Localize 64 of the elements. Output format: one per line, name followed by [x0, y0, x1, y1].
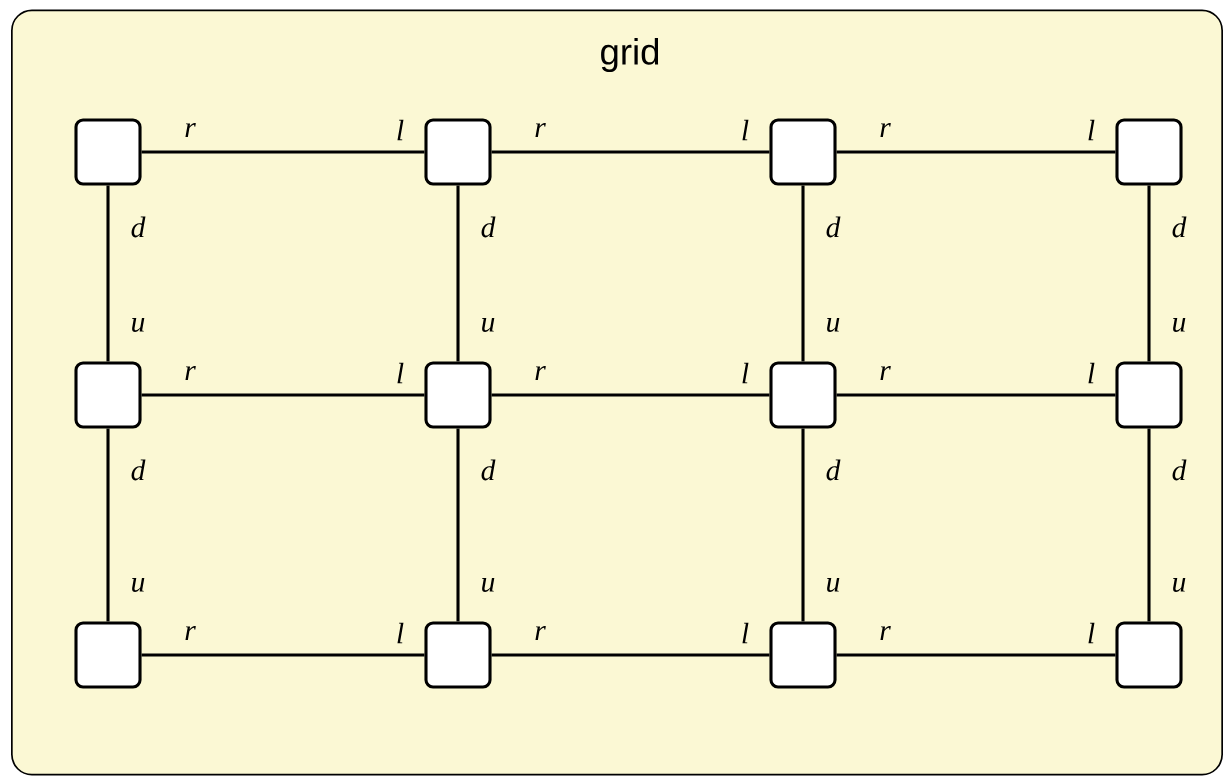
- port-label: d: [481, 459, 496, 481]
- square-node: [1115, 118, 1183, 186]
- square-node: [424, 621, 492, 689]
- port-label: l: [397, 622, 404, 644]
- connector-line: [836, 393, 1116, 397]
- connector-line: [106, 185, 110, 362]
- port-label: d: [481, 216, 496, 238]
- port-label: r: [880, 123, 891, 137]
- port-label: l: [742, 119, 749, 141]
- port-label: r: [185, 626, 196, 640]
- square-node: [769, 361, 837, 429]
- square-node: [424, 361, 492, 429]
- port-label: u: [132, 578, 145, 592]
- port-label: l: [397, 362, 404, 384]
- square-node: [769, 621, 837, 689]
- connector-line: [141, 653, 425, 657]
- port-label: l: [1088, 362, 1095, 384]
- port-label: r: [185, 366, 196, 380]
- connector-line: [106, 428, 110, 622]
- port-label: d: [131, 216, 146, 238]
- connector-line: [456, 185, 460, 362]
- port-label: u: [482, 318, 495, 332]
- connector-line: [141, 393, 425, 397]
- panel-title: grid: [601, 37, 659, 73]
- port-label: d: [1172, 216, 1187, 238]
- port-label: r: [880, 366, 891, 380]
- connector-line: [1147, 185, 1151, 362]
- port-label: d: [1172, 459, 1187, 481]
- port-label: l: [1088, 119, 1095, 141]
- connector-line: [1147, 428, 1151, 622]
- port-label: l: [742, 622, 749, 644]
- square-node: [424, 118, 492, 186]
- connector-line: [801, 185, 805, 362]
- port-label: l: [742, 362, 749, 384]
- connector-line: [491, 653, 770, 657]
- port-label: u: [132, 318, 145, 332]
- port-label: r: [535, 123, 546, 137]
- square-node: [74, 621, 142, 689]
- port-label: l: [1088, 622, 1095, 644]
- connector-line: [491, 150, 770, 154]
- port-label: l: [397, 119, 404, 141]
- connector-line: [491, 393, 770, 397]
- port-label: r: [535, 626, 546, 640]
- port-label: d: [826, 216, 841, 238]
- square-node: [74, 118, 142, 186]
- square-node: [769, 118, 837, 186]
- port-label: u: [827, 318, 840, 332]
- connector-line: [836, 653, 1116, 657]
- port-label: d: [131, 459, 146, 481]
- port-label: d: [826, 459, 841, 481]
- connector-line: [141, 150, 425, 154]
- square-node: [1115, 361, 1183, 429]
- port-label: r: [535, 366, 546, 380]
- port-label: u: [1173, 578, 1186, 592]
- connector-line: [456, 428, 460, 622]
- port-label: u: [827, 578, 840, 592]
- square-node: [1115, 621, 1183, 689]
- square-node: [74, 361, 142, 429]
- port-label: r: [880, 626, 891, 640]
- port-label: r: [185, 123, 196, 137]
- port-label: u: [482, 578, 495, 592]
- connector-line: [836, 150, 1116, 154]
- connector-line: [801, 428, 805, 622]
- port-label: u: [1173, 318, 1186, 332]
